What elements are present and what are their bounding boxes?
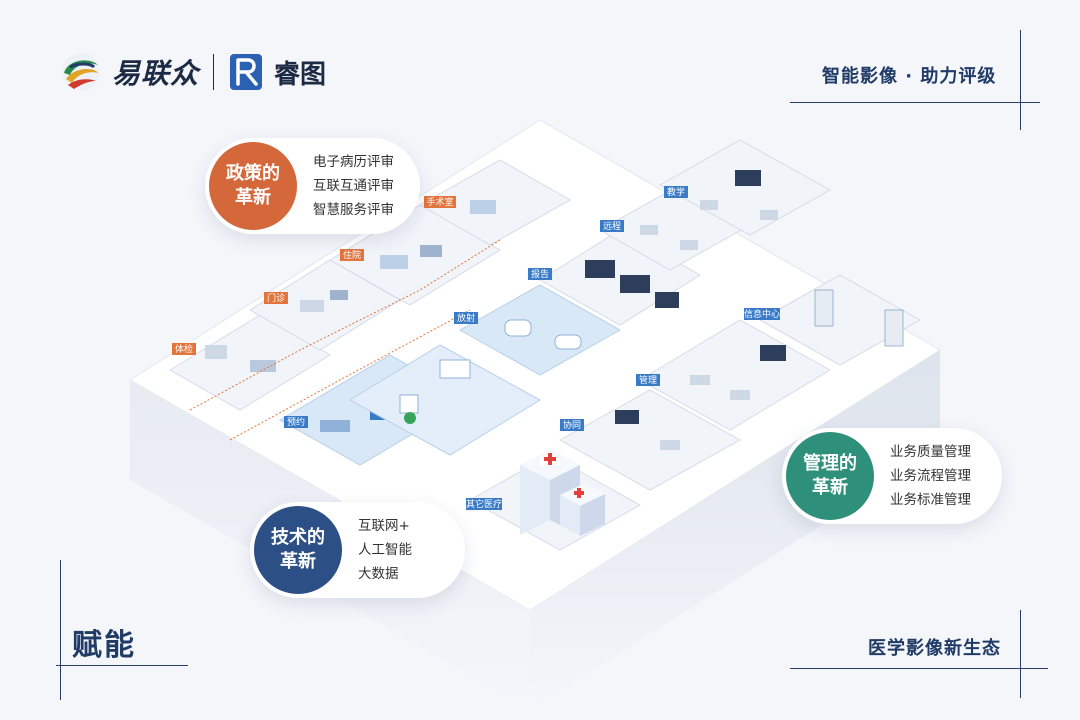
svg-text:住院: 住院 bbox=[343, 249, 361, 261]
divider-bottom-right-v bbox=[1020, 610, 1021, 698]
list-item: 大数据 bbox=[358, 566, 399, 582]
policy-innovation-list: 电子病历评审 互联互通评审 智慧服务评审 bbox=[297, 150, 420, 222]
tag-collab: 协同 bbox=[560, 419, 584, 431]
tech-innovation-list: 互联网+ 人工智能 大数据 bbox=[342, 514, 438, 586]
management-innovation-title: 管理的 革新 bbox=[786, 432, 874, 520]
brand-logo: 易联众 睿图 bbox=[60, 48, 326, 96]
tag-inpatient: 住院 bbox=[340, 249, 364, 261]
list-item: 互联互通评审 bbox=[313, 178, 394, 194]
divider-bottom-right-h bbox=[790, 668, 1048, 669]
svg-text:信息中心: 信息中心 bbox=[744, 308, 780, 320]
brand-name-secondary: 睿图 bbox=[274, 59, 327, 90]
list-item: 业务流程管理 bbox=[890, 468, 971, 484]
zone-hall bbox=[349, 344, 541, 456]
svg-text:手术室: 手术室 bbox=[426, 196, 453, 208]
tag-registration: 体检 bbox=[172, 343, 196, 355]
tagline-bottom: 医学影像新生态 bbox=[868, 638, 1001, 659]
tagline-top: 智能影像 · 助力评级 bbox=[822, 66, 997, 87]
zone-surgery bbox=[418, 159, 572, 246]
ruitu-logo-icon bbox=[230, 54, 263, 90]
management-innovation-card: 管理的 革新 业务质量管理 业务流程管理 业务标准管理 bbox=[782, 428, 1002, 524]
tech-innovation-title: 技术的 革新 bbox=[254, 506, 342, 594]
policy-innovation-card: 政策的 革新 电子病历评审 互联互通评审 智慧服务评审 bbox=[205, 138, 420, 234]
list-item: 人工智能 bbox=[358, 542, 412, 558]
zone-outpatient bbox=[249, 259, 401, 351]
brand-divider bbox=[213, 54, 215, 90]
list-item: 智慧服务评审 bbox=[313, 202, 394, 218]
brand-name-primary: 易联众 bbox=[112, 57, 200, 90]
tag-remote: 远程 bbox=[600, 220, 624, 232]
zone-registration bbox=[169, 314, 331, 411]
tag-admin: 管理 bbox=[636, 374, 660, 386]
policy-innovation-title: 政策的 革新 bbox=[209, 142, 297, 230]
list-item: 电子病历评审 bbox=[313, 154, 394, 170]
flow-lines bbox=[189, 239, 501, 441]
svg-text:预约: 预约 bbox=[287, 416, 305, 428]
svg-text:其它医疗: 其它医疗 bbox=[466, 498, 502, 510]
tech-innovation-card: 技术的 革新 互联网+ 人工智能 大数据 bbox=[250, 502, 465, 598]
zone-admin bbox=[639, 319, 831, 431]
empower-title: 赋能 bbox=[72, 628, 136, 663]
svg-text:放射: 放射 bbox=[457, 312, 475, 324]
svg-text:体检: 体检 bbox=[175, 343, 193, 355]
tag-teaching: 教学 bbox=[664, 186, 688, 198]
list-item: 互联网+ bbox=[358, 518, 410, 534]
svg-text:教学: 教学 bbox=[667, 186, 685, 198]
tag-appointment: 预约 bbox=[284, 416, 308, 428]
scene-tags: 体检 门诊 住院 手术室 报告 放射 远程 教学 bbox=[172, 186, 780, 510]
zone-teaching-2 bbox=[658, 139, 832, 236]
svg-text:门诊: 门诊 bbox=[267, 292, 285, 304]
tag-outpatient: 门诊 bbox=[264, 292, 288, 304]
tag-surgery: 手术室 bbox=[424, 196, 456, 208]
zone-datacenter bbox=[758, 274, 922, 366]
list-item: 业务质量管理 bbox=[890, 444, 971, 460]
yilianzhong-logo-icon bbox=[62, 53, 100, 91]
hospital-building-icon bbox=[520, 450, 605, 536]
svg-text:协同: 协同 bbox=[563, 419, 581, 431]
tag-report: 报告 bbox=[528, 268, 552, 280]
zone-collab bbox=[558, 389, 742, 491]
management-innovation-list: 业务质量管理 业务流程管理 业务标准管理 bbox=[874, 440, 997, 512]
divider-top-right-h bbox=[790, 102, 1040, 103]
list-item: 业务标准管理 bbox=[890, 492, 971, 508]
svg-text:远程: 远程 bbox=[603, 221, 621, 232]
zone-radiology bbox=[458, 284, 622, 376]
svg-text:报告: 报告 bbox=[531, 268, 549, 280]
tag-datacenter: 信息中心 bbox=[744, 308, 780, 320]
tag-other-hospital: 其它医疗 bbox=[466, 498, 502, 510]
tag-radiology: 放射 bbox=[454, 312, 478, 324]
divider-top-right-v bbox=[1020, 30, 1021, 130]
divider-bottom-left-h bbox=[56, 665, 188, 666]
svg-text:管理: 管理 bbox=[639, 374, 657, 386]
divider-bottom-left-v bbox=[60, 560, 61, 700]
